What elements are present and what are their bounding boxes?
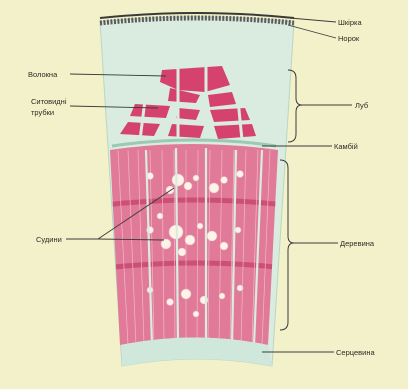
pith-label: Серцевина (336, 348, 375, 357)
skin-label: Шкірка (338, 18, 362, 27)
wood-region (100, 140, 290, 350)
pith-region (122, 338, 272, 367)
cambium-label: Камбій (334, 142, 358, 151)
cork-label: Норок (338, 34, 360, 43)
skin-leader (290, 18, 336, 22)
wood-label: Деревина (340, 239, 375, 248)
sieve-tubes-label-line2: трубки (31, 108, 54, 117)
bast-label: Луб (355, 101, 368, 110)
cork-leader (288, 25, 336, 38)
vessels-label: Судини (36, 235, 62, 244)
fibers-label: Волокна (28, 70, 58, 79)
sieve-tubes-label-line1: Ситовидні (31, 97, 67, 106)
